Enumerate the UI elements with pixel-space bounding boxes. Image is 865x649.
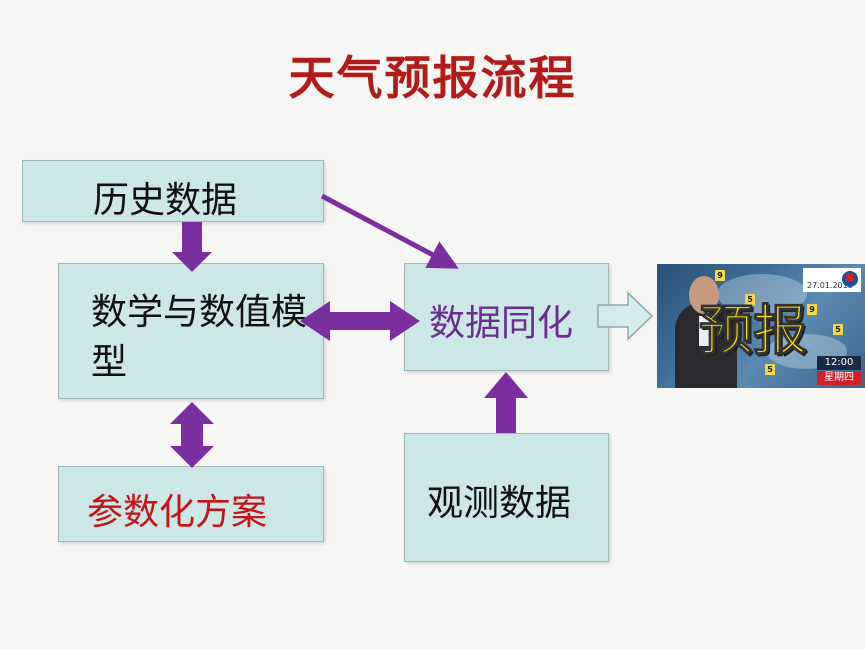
observation-data-box: 观测数据	[404, 433, 609, 562]
map-marker: 5	[765, 364, 775, 375]
map-marker: 5	[745, 294, 755, 305]
data-assimilation-box: 数据同化	[404, 263, 609, 371]
data-assimilation-label: 数据同化	[429, 303, 574, 344]
arrow-history-to-model	[172, 222, 212, 272]
forecast-headline: 预报	[699, 299, 808, 363]
history-data-label: 历史数据	[93, 180, 238, 221]
channel-logo-icon	[842, 271, 858, 287]
map-marker: 5	[833, 324, 843, 335]
history-data-box: 历史数据	[22, 160, 324, 222]
observation-data-label: 观测数据	[427, 483, 572, 524]
arrow-model-param	[170, 402, 214, 468]
broadcast-date: 27.01.2013	[807, 281, 853, 290]
channel-logo: 27.01.2013	[803, 268, 861, 292]
presenter-head	[689, 276, 719, 314]
broadcast-time: 12:00	[817, 356, 861, 370]
diagram-title: 天气预报流程	[288, 51, 577, 105]
presenter-shirt	[699, 316, 713, 346]
map-marker: 9	[807, 304, 817, 315]
map-marker: 9	[715, 270, 725, 281]
forecast-image: 9 5 9 5 5 预报 27.01.2013 12:00 星期四	[657, 264, 865, 388]
arrow-model-assimilation	[300, 301, 420, 341]
parameterization-box: 参数化方案	[58, 466, 324, 542]
cloud-shape	[717, 274, 807, 314]
arrow-assimilation-to-forecast	[597, 291, 654, 341]
arrow-history-to-assimilation	[320, 193, 459, 269]
numerical-model-label: 数学与数值模型	[91, 292, 308, 383]
parameterization-label: 参数化方案	[87, 492, 268, 533]
arrow-observation-to-assimilation	[484, 372, 528, 433]
broadcast-weekday: 星期四	[817, 371, 861, 385]
